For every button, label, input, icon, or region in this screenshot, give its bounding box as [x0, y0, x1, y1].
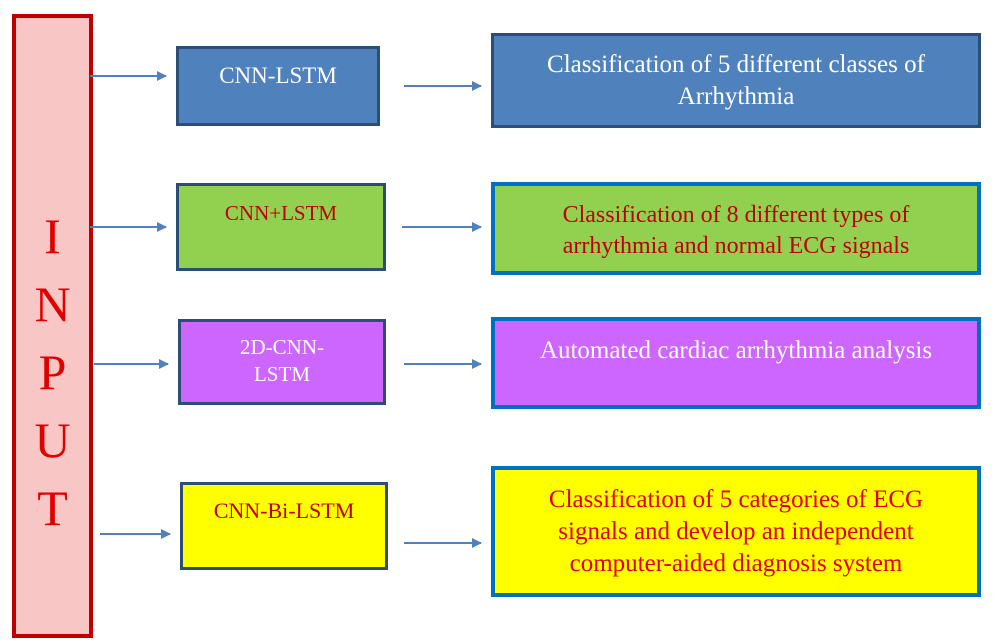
- result-box-1: Classification of 5 different classes of…: [491, 33, 981, 128]
- model-label: CNN-Bi-LSTM: [213, 498, 355, 523]
- result-text: Classification of 5 different classes of…: [547, 51, 925, 110]
- model-label: CNN+LSTM: [224, 201, 338, 225]
- model-box-cnn-plus-lstm: CNN+LSTM: [176, 183, 386, 271]
- input-box: I N P U T: [12, 14, 93, 638]
- model-box-cnn-lstm: CNN-LSTM: [176, 46, 380, 126]
- input-letter: N: [34, 276, 71, 332]
- model-label: CNN-LSTM: [219, 63, 337, 88]
- model-box-2d-cnn-lstm: 2D-CNN-LSTM: [178, 319, 386, 405]
- result-text: Automated cardiac arrhythmia analysis: [539, 337, 933, 364]
- result-box-3: Automated cardiac arrhythmia analysis: [491, 317, 981, 409]
- result-text: Classification of 8 different types of a…: [562, 202, 910, 259]
- result-box-2: Classification of 8 different types of a…: [491, 182, 981, 275]
- model-label: 2D-CNN-LSTM: [240, 335, 324, 386]
- result-text: Classification of 5 categories of ECG si…: [548, 486, 924, 577]
- input-letter: U: [34, 412, 71, 468]
- input-letter: I: [44, 208, 61, 264]
- model-box-cnn-bi-lstm: CNN-Bi-LSTM: [180, 482, 388, 570]
- input-letter: P: [38, 344, 67, 400]
- input-letter: T: [37, 480, 68, 536]
- result-box-4: Classification of 5 categories of ECG si…: [491, 466, 981, 597]
